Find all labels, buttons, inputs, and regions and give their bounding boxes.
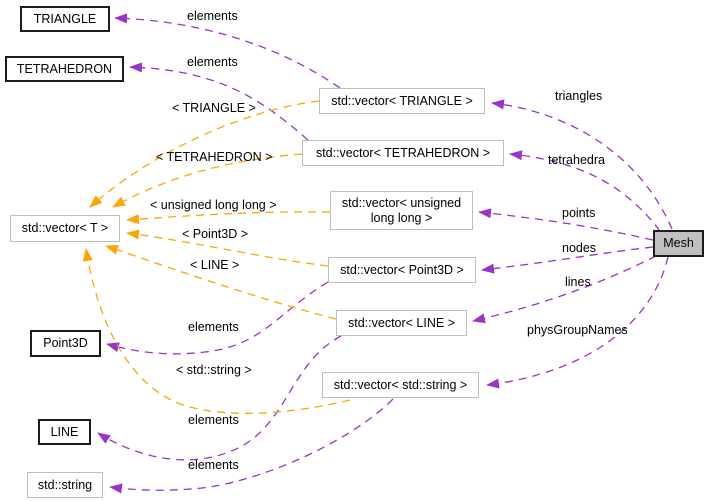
node-line[interactable]: LINE xyxy=(38,419,91,445)
node-std-vector-unsigned-long-long: std::vector< unsigned long long > xyxy=(330,191,473,230)
edge-tmpl-unsigned-long-long xyxy=(126,211,331,225)
node-std-string: std::string xyxy=(27,472,103,498)
edge-label-tmpl-triangle: < TRIANGLE > xyxy=(172,101,256,115)
node-std-vector-point3d: std::vector< Point3D > xyxy=(328,257,476,283)
edge-label-tmpl-line: < LINE > xyxy=(190,258,240,272)
node-std-vector-tetrahedron: std::vector< TETRAHEDRON > xyxy=(302,140,504,166)
edge-label-elements-point3d: elements xyxy=(188,320,239,334)
edge-label-lines: lines xyxy=(565,275,591,289)
edge-vector-point3d-elements xyxy=(106,281,329,355)
edge-tmpl-point3d xyxy=(126,229,329,267)
edge-label-tmpl-tetrahedron: < TETRAHEDRON > xyxy=(156,150,273,164)
node-std-vector-line: std::vector< LINE > xyxy=(336,310,467,336)
edge-mesh-triangles xyxy=(491,99,673,230)
edge-tmpl-tetrahedron xyxy=(112,153,303,208)
edge-tmpl-triangle xyxy=(89,100,320,208)
edge-mesh-points xyxy=(478,208,654,241)
node-std-vector-triangle: std::vector< TRIANGLE > xyxy=(319,88,485,114)
edge-label-triangles: triangles xyxy=(555,89,603,103)
node-std-vector-t: std::vector< T > xyxy=(10,215,120,242)
edge-vector-tetrahedron-elements xyxy=(129,62,309,141)
edge-label-elements-tetrahedron: elements xyxy=(187,55,238,69)
edge-label-tmpl-string: < std::string > xyxy=(176,363,252,377)
edge-mesh-tetrahedra xyxy=(509,150,661,232)
node-triangle[interactable]: TRIANGLE xyxy=(20,6,110,32)
node-std-vector-string: std::vector< std::string > xyxy=(322,372,479,398)
edge-label-physgroupnames: physGroupNames xyxy=(527,323,628,337)
edge-label-elements-line: elements xyxy=(188,413,239,427)
edge-label-elements-string: elements xyxy=(188,458,239,472)
edge-label-tmpl-point3d: < Point3D > xyxy=(182,227,249,241)
edge-mesh-physgroupnames xyxy=(486,256,669,389)
edge-label-points: points xyxy=(562,206,596,220)
edge-vector-line-elements xyxy=(97,335,342,461)
edge-label-tmpl-unsigned-long-long: < unsigned long long > xyxy=(150,198,277,212)
edge-vector-triangle-elements xyxy=(114,13,341,89)
edge-label-elements-triangle: elements xyxy=(187,9,238,23)
node-tetrahedron[interactable]: TETRAHEDRON xyxy=(5,56,124,82)
edge-tmpl-line xyxy=(105,245,337,320)
node-point3d[interactable]: Point3D xyxy=(30,330,101,357)
edge-mesh-lines xyxy=(472,255,657,324)
edge-tmpl-string xyxy=(82,248,351,414)
edge-label-tetrahedra: tetrahedra xyxy=(548,153,605,167)
edge-label-nodes: nodes xyxy=(562,241,597,255)
edge-mesh-nodes xyxy=(481,246,654,274)
node-mesh: Mesh xyxy=(653,230,704,257)
